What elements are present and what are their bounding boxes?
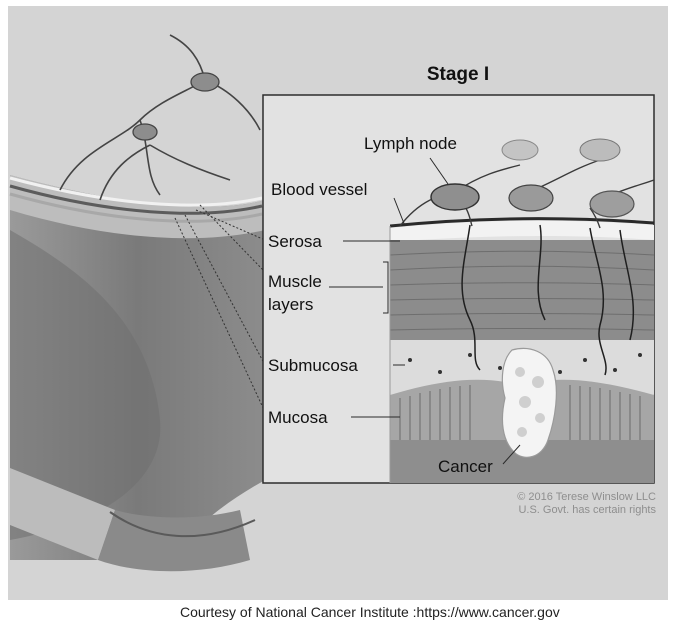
colon-tube bbox=[10, 35, 265, 571]
label-mucosa: Mucosa bbox=[268, 408, 328, 427]
label-serosa: Serosa bbox=[268, 232, 322, 251]
copyright-line-2: U.S. Govt. has certain rights bbox=[430, 504, 656, 517]
copyright-notice: © 2016 Terese Winslow LLC U.S. Govt. has… bbox=[430, 491, 656, 517]
label-lymph-node: Lymph node bbox=[364, 134, 457, 153]
source-credit: Courtesy of National Cancer Institute :h… bbox=[180, 604, 675, 620]
label-blood-vessel: Blood vessel bbox=[271, 180, 367, 199]
label-submucosa: Submucosa bbox=[268, 356, 358, 375]
label-cancer: Cancer bbox=[438, 457, 493, 476]
label-muscle-layers-line2: layers bbox=[268, 295, 313, 314]
stage-title: Stage I bbox=[262, 64, 654, 86]
label-muscle-layers-line1: Muscle bbox=[268, 272, 322, 291]
copyright-line-1: © 2016 Terese Winslow LLC bbox=[430, 491, 656, 504]
